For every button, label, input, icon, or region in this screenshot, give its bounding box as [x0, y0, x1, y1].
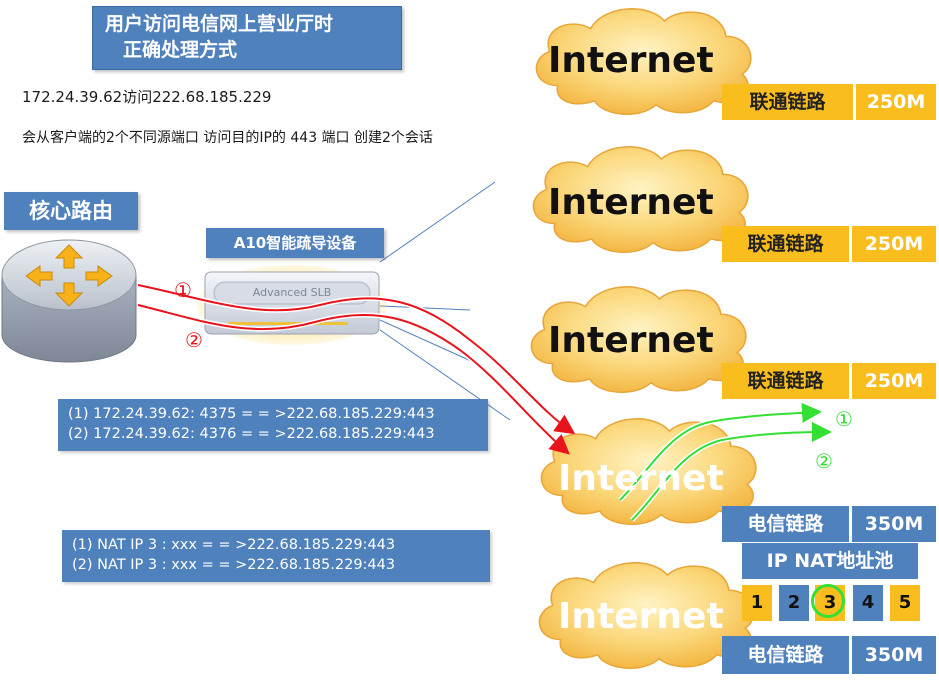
link-4-name: 电信链路	[722, 506, 849, 542]
link-1-name: 联通链路	[722, 84, 853, 120]
nat-pool-item-2: 2	[779, 585, 809, 621]
link-4-speed: 350M	[852, 506, 936, 542]
link-3-name: 联通链路	[722, 363, 849, 399]
link-3-speed: 250M	[852, 363, 936, 399]
slb-device-text: Advanced SLB	[252, 286, 332, 299]
desc-line-1: 172.24.39.62访问222.68.185.229	[22, 88, 272, 106]
nat-pool-item-1: 1	[742, 585, 772, 621]
title-line-1: 用户访问电信网上营业厅时	[105, 13, 334, 35]
red-marker-2: ②	[185, 328, 203, 352]
green-marker-1: ①	[835, 407, 853, 431]
session-line-2: (2) 172.24.39.62: 4376 = = >222.68.185.2…	[68, 426, 435, 442]
link-5-speed: 350M	[852, 636, 936, 674]
cloud-label-1: Internet	[548, 40, 714, 81]
nat-box: (1) NAT IP 3 : xxx = = >222.68.185.229:4…	[62, 530, 490, 582]
desc-line-2: 会从客户端的2个不同源端口 访问目的IP的 443 端口 创建2个会话	[22, 130, 433, 146]
green-marker-2: ②	[815, 449, 833, 473]
link-2-speed: 250M	[852, 226, 936, 262]
sessions-box: (1) 172.24.39.62: 4375 = = >222.68.185.2…	[58, 399, 488, 451]
green-path-2	[630, 422, 832, 522]
connection-line-lower	[379, 319, 481, 366]
slb-label: A10智能疏导设备	[206, 228, 384, 258]
connection-line-middle	[379, 305, 471, 311]
green-path-1	[618, 402, 822, 502]
link-5-name: 电信链路	[722, 636, 849, 674]
nat-line-2: (2) NAT IP 3 : xxx = = >222.68.185.229:4…	[72, 557, 396, 573]
link-1-speed: 250M	[856, 84, 936, 120]
cloud-label-4: Internet	[558, 458, 724, 499]
link-2-name: 联通链路	[722, 226, 849, 262]
cloud-label-5: Internet	[558, 596, 724, 637]
connection-line-bottom	[379, 329, 511, 421]
nat-pool-item-5: 5	[890, 585, 920, 621]
router-icon	[1, 239, 137, 363]
red-marker-1: ①	[174, 278, 192, 302]
cloud-label-3: Internet	[548, 320, 714, 361]
red-path-1	[137, 282, 576, 435]
page-title: 用户访问电信网上营业厅时 正确处理方式	[92, 6, 402, 70]
nat-line-1: (1) NAT IP 3 : xxx = = >222.68.185.229:4…	[72, 537, 396, 553]
session-line-1: (1) 172.24.39.62: 4375 = = >222.68.185.2…	[68, 406, 435, 422]
nat-pool-item-4: 4	[853, 585, 883, 621]
nat-pool-highlight-ring	[811, 584, 845, 618]
connection-line-top	[379, 181, 496, 263]
red-path-2	[137, 302, 571, 455]
nat-pool-title: IP NAT地址池	[742, 543, 918, 579]
cloud-label-2: Internet	[548, 182, 714, 223]
title-line-2: 正确处理方式	[123, 39, 238, 61]
core-router-label: 核心路由	[4, 192, 138, 230]
